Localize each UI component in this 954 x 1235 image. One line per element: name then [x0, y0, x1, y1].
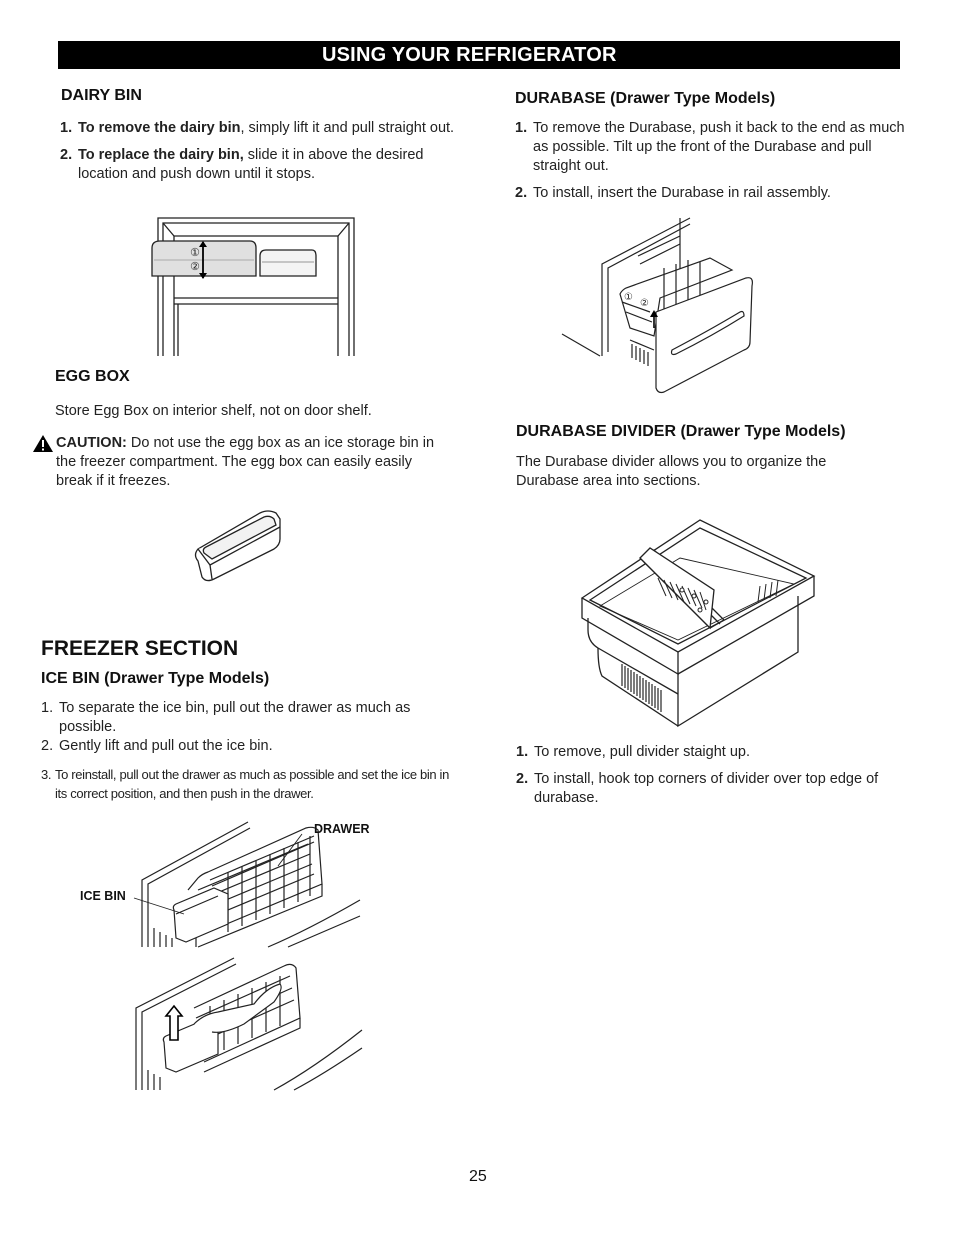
step-number: 2.: [515, 185, 528, 201]
step-number: 1.: [516, 744, 529, 760]
list-item: 1. To remove the Durabase, push it back …: [515, 119, 920, 176]
step-number: 2.: [516, 771, 529, 787]
marker-2: ②: [190, 260, 200, 273]
ice-bin-drawer-illustration: [138, 820, 368, 947]
ice-bin-heading: ICE BIN (Drawer Type Models): [41, 670, 270, 687]
step-number: 1.: [515, 120, 528, 136]
durabase-illustration: ① ②: [560, 216, 756, 396]
durabase-divider-text: The Durabase divider allows you to organ…: [516, 454, 827, 489]
ice-bin-step-3: 3. To reinstall, pull out the drawer as …: [41, 765, 461, 803]
freezer-section-heading: FREEZER SECTION: [41, 637, 239, 660]
durabase-heading: DURABASE (Drawer Type Models): [515, 90, 776, 107]
caution-label: CAUTION:: [56, 435, 127, 451]
list-item: 2. To replace the dairy bin, slide it in…: [60, 146, 465, 184]
step-text: slide it in above the desired location a…: [78, 147, 424, 182]
durabase-divider-steps: 1. To remove, pull divider staight up. 2…: [516, 743, 921, 816]
step-number: 3.: [41, 767, 52, 782]
ice-bin-callout: ICE BIN: [80, 889, 126, 903]
step-number: 1.: [41, 700, 54, 716]
list-item: 1. To remove, pull divider staight up.: [516, 743, 921, 762]
marker-1: ①: [624, 292, 633, 303]
drawer-callout: DRAWER: [314, 822, 370, 836]
egg-box-text: Store Egg Box on interior shelf, not on …: [55, 403, 372, 419]
caution-text: Do not use the egg box as an ice storage…: [56, 435, 435, 489]
step-number: 2.: [41, 738, 54, 754]
page-number: 25: [469, 1168, 487, 1185]
durabase-divider-illustration: [580, 518, 818, 728]
step-text: , simply lift it and pull straight out.: [240, 120, 455, 136]
durabase-steps: 1. To remove the Durabase, push it back …: [515, 119, 920, 211]
marker-1: ①: [190, 246, 200, 259]
dairy-bin-illustration: ① ②: [150, 216, 360, 358]
step-text: To reinstall, pull out the drawer as muc…: [55, 767, 449, 801]
step-text: Gently lift and pull out the ice bin.: [59, 738, 273, 754]
ice-bin-lift-illustration: [134, 958, 366, 1090]
step-text: To remove, pull divider staight up.: [534, 744, 750, 760]
caution-note: CAUTION: Do not use the egg box as an ic…: [56, 434, 451, 491]
durabase-divider-heading: DURABASE DIVIDER (Drawer Type Models): [516, 423, 846, 440]
list-item: 2. To install, insert the Durabase in ra…: [515, 184, 920, 203]
step-number: 2.: [60, 147, 73, 163]
step-text: To remove the Durabase, push it back to …: [533, 120, 905, 174]
dairy-bin-heading: DAIRY BIN: [61, 87, 142, 104]
step-text: To install, hook top corners of divider …: [534, 771, 879, 806]
list-item: 2. Gently lift and pull out the ice bin.: [41, 737, 456, 756]
ice-bin-steps: 1. To separate the ice bin, pull out the…: [41, 699, 456, 756]
dairy-bin-steps: 1. To remove the dairy bin, simply lift …: [60, 119, 465, 192]
list-item: 2. To install, hook top corners of divid…: [516, 770, 921, 808]
list-item: 1. To remove the dairy bin, simply lift …: [60, 119, 465, 138]
list-item: 1. To separate the ice bin, pull out the…: [41, 699, 456, 737]
warning-icon: [33, 435, 53, 452]
marker-2: ②: [640, 298, 649, 309]
egg-box-heading: EGG BOX: [55, 368, 130, 385]
step-lead: To replace the dairy bin,: [78, 147, 244, 163]
step-text: To install, insert the Durabase in rail …: [533, 185, 831, 201]
section-banner: USING YOUR REFRIGERATOR: [58, 41, 900, 69]
step-text: To separate the ice bin, pull out the dr…: [59, 700, 411, 735]
step-lead: To remove the dairy bin: [78, 120, 241, 136]
egg-box-illustration: [190, 505, 284, 583]
step-number: 1.: [60, 120, 73, 136]
